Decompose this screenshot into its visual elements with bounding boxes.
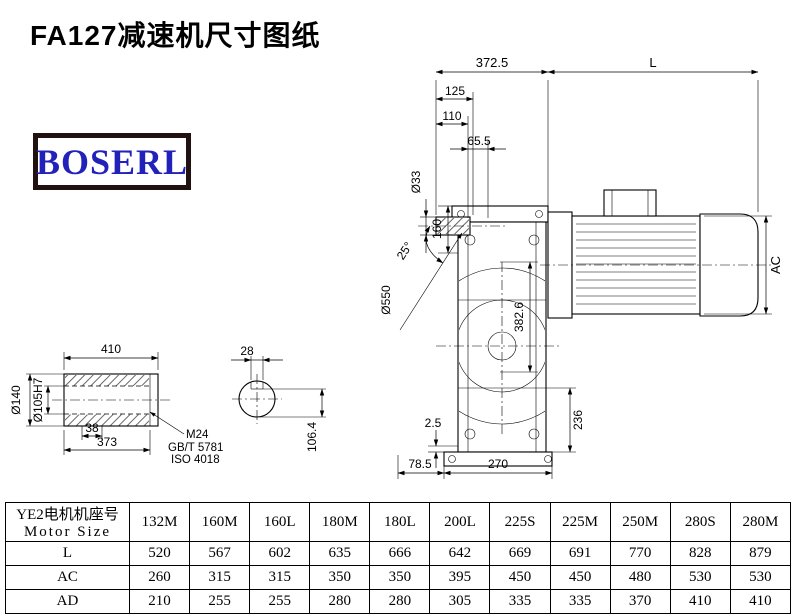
value-cell: 280 xyxy=(369,589,431,614)
value-cell: 410 xyxy=(729,589,792,614)
col-header: 160M xyxy=(189,502,251,542)
header-en: Motor Size xyxy=(23,524,112,540)
dim-65-5: 65.5 xyxy=(467,134,491,148)
dim-373: 373 xyxy=(97,435,117,449)
col-header: 250M xyxy=(609,502,671,542)
dim-78-5: 78.5 xyxy=(408,457,432,471)
value-cell: 395 xyxy=(429,565,491,590)
value-cell: 602 xyxy=(249,541,311,566)
dim-ac: AC xyxy=(768,256,783,274)
table-row-l: L 520 567 602 635 666 642 669 691 770 82… xyxy=(5,541,792,566)
dim-bore-105h7: Ø105H7 xyxy=(31,377,45,422)
col-header: 160L xyxy=(249,502,311,542)
dim-372-5: 372.5 xyxy=(476,55,509,70)
value-cell: 335 xyxy=(489,589,551,614)
value-cell: 410 xyxy=(669,589,731,614)
header-cn: YE2电机机座号 xyxy=(16,507,119,523)
table-header-row: YE2电机机座号 Motor Size 132M 160M 160L 180M … xyxy=(5,502,792,542)
value-cell: 350 xyxy=(309,565,371,590)
dim-160: 160 xyxy=(430,219,444,239)
dim-382-6: 382.6 xyxy=(512,302,526,332)
motor-fins xyxy=(576,223,696,305)
dim-236: 236 xyxy=(571,410,585,430)
value-cell: 480 xyxy=(609,565,671,590)
value-cell: 635 xyxy=(309,541,371,566)
note-std-gb: GB/T 5781 xyxy=(168,442,223,454)
input-shaft xyxy=(418,216,505,236)
motor-size-table: YE2电机机座号 Motor Size 132M 160M 160L 180M … xyxy=(5,502,792,614)
value-cell: 315 xyxy=(189,565,251,590)
value-cell: 642 xyxy=(429,541,491,566)
value-cell: 770 xyxy=(609,541,671,566)
value-cell: 315 xyxy=(249,565,311,590)
boserl-logo-text: BOSERL xyxy=(35,141,189,182)
value-cell: 691 xyxy=(549,541,611,566)
dim-angle-25: 25° xyxy=(394,239,416,262)
boserl-logo: BOSERL xyxy=(33,133,191,190)
page-title: FA127减速机尺寸图纸 xyxy=(30,20,321,51)
value-cell: 828 xyxy=(669,541,731,566)
row-label: AD xyxy=(5,589,130,614)
note-std-iso: ISO 4018 xyxy=(171,454,220,466)
col-header: 180M xyxy=(309,502,371,542)
value-cell: 520 xyxy=(128,541,191,566)
row-label: AC xyxy=(5,565,130,590)
motor xyxy=(540,189,772,319)
dim-housing-dia: Ø550 xyxy=(379,285,393,315)
col-header: 180L xyxy=(369,502,431,542)
value-cell: 370 xyxy=(609,589,671,614)
dim-410: 410 xyxy=(101,342,121,356)
terminal-box xyxy=(603,189,657,217)
col-header: 225M xyxy=(549,502,611,542)
dim-110: 110 xyxy=(442,109,461,123)
value-cell: 879 xyxy=(729,541,792,566)
shaft-detail-view: 410 Ø140 Ø105H7 38 373 M24 GB/T 5781 ISO… xyxy=(9,342,223,466)
col-header: 280S xyxy=(669,502,731,542)
value-cell: 280 xyxy=(309,589,371,614)
dim-2-5: 2.5 xyxy=(425,416,442,430)
value-cell: 530 xyxy=(669,565,731,590)
table-row-ad: AD 210 255 255 280 280 305 335 335 370 4… xyxy=(5,589,792,614)
dim-270: 270 xyxy=(488,457,508,471)
dim-38: 38 xyxy=(85,421,99,435)
note-thread-m24: M24 xyxy=(186,429,209,441)
value-cell: 350 xyxy=(369,565,431,590)
dim-l: L xyxy=(649,55,656,70)
row-label: L xyxy=(5,541,130,566)
dim-125: 125 xyxy=(445,84,465,98)
col-header: 132M xyxy=(128,502,191,542)
value-cell: 450 xyxy=(549,565,611,590)
value-cell: 335 xyxy=(549,589,611,614)
dimension-annotations: 372.5 L 125 110 65.5 Ø33 160 25° Ø550 xyxy=(379,55,783,479)
value-cell: 260 xyxy=(128,565,191,590)
table-row-ac: AC 260 315 315 350 350 395 450 450 480 5… xyxy=(5,565,792,590)
dim-keyway-28: 28 xyxy=(240,344,254,358)
header-motor-size-cell: YE2电机机座号 Motor Size xyxy=(5,502,130,542)
dim-od-140: Ø140 xyxy=(9,385,23,415)
dim-106-4: 106.4 xyxy=(305,422,319,452)
value-cell: 450 xyxy=(489,565,551,590)
col-header: 200L xyxy=(429,502,491,542)
value-cell: 567 xyxy=(189,541,251,566)
value-cell: 255 xyxy=(189,589,251,614)
shaft-section-view: 28 106.4 xyxy=(231,344,326,452)
value-cell: 530 xyxy=(729,565,792,590)
dim-shaft-dia: Ø33 xyxy=(409,170,423,193)
value-cell: 669 xyxy=(489,541,551,566)
value-cell: 255 xyxy=(249,589,311,614)
value-cell: 666 xyxy=(369,541,431,566)
col-header: 225S xyxy=(489,502,551,542)
col-header: 280M xyxy=(729,502,792,542)
value-cell: 305 xyxy=(429,589,491,614)
value-cell: 210 xyxy=(128,589,191,614)
